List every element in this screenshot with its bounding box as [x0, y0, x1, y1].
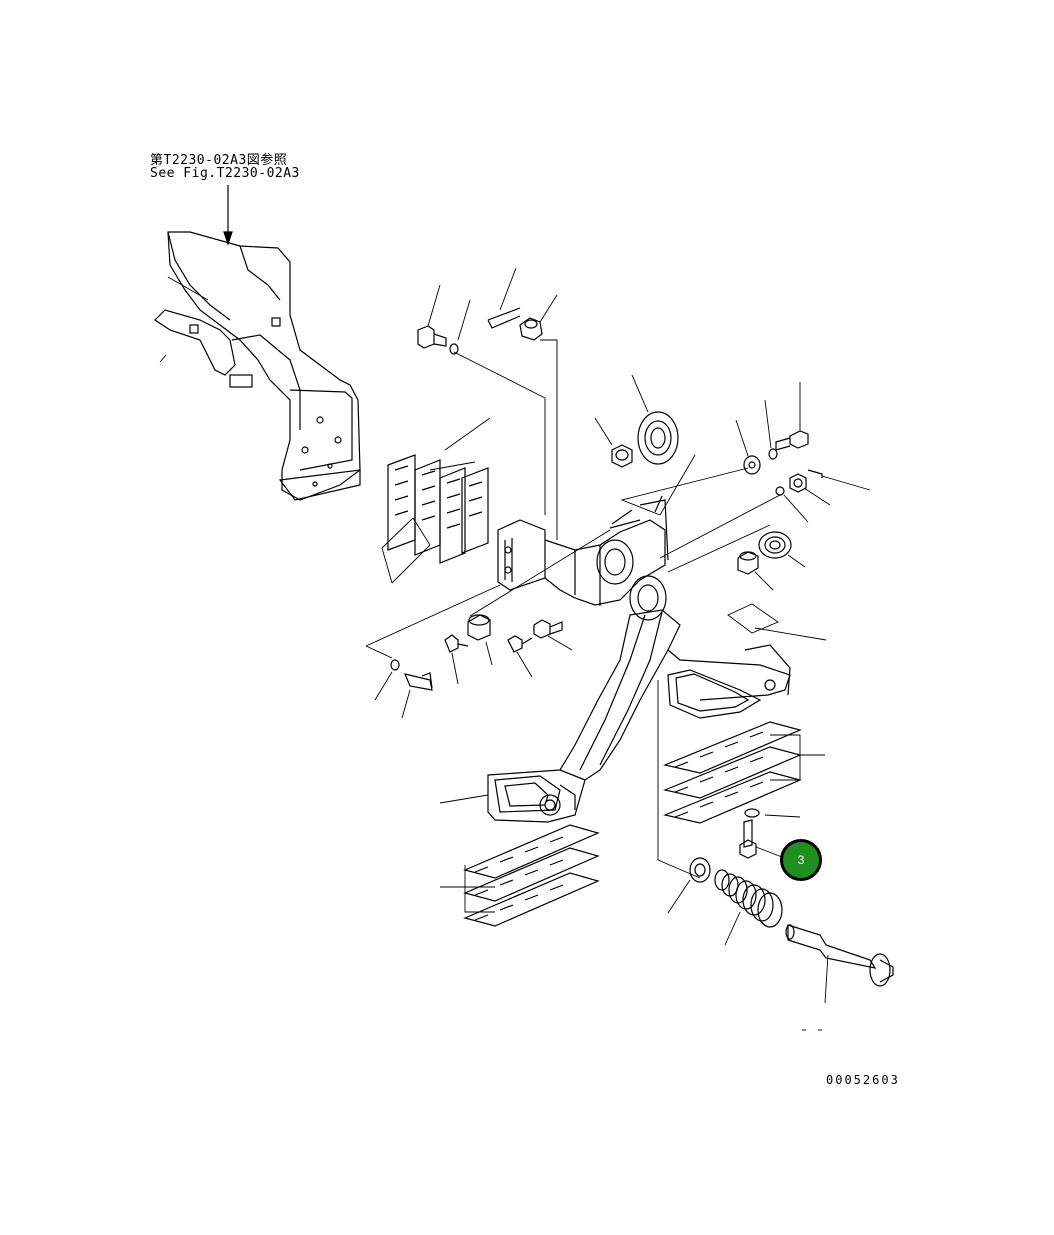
return-spring: [714, 869, 783, 946]
small-nut-upper: [594, 417, 633, 468]
spring-bushing-upper: [631, 374, 679, 465]
cotter-pin: [487, 267, 521, 329]
mid-collar: [467, 614, 493, 666]
figure-number: 00052603: [826, 1073, 900, 1087]
right-spacer: [735, 419, 761, 475]
reference-note-jp: 第T2230-02A3図参照: [150, 153, 288, 168]
top-washer: [449, 299, 471, 355]
reference-arrow: [223, 185, 233, 246]
part-callout-badge[interactable]: 3: [780, 839, 822, 881]
top-nut: [519, 294, 558, 341]
lower-pedal: [439, 769, 586, 823]
shim-set-lower: [440, 824, 600, 927]
right-bushing: [758, 531, 806, 568]
leader-top-washer: [453, 351, 546, 515]
leader-bushing: [667, 524, 771, 573]
right-bolt: [775, 382, 809, 451]
leader-mid-bolt: [365, 584, 501, 647]
lower-left-bolt: [401, 672, 433, 719]
pedal-arm: [559, 609, 791, 781]
lower-left-washer: [374, 659, 400, 701]
grease-fitting-1: [444, 634, 469, 685]
leader-top-nut: [540, 339, 558, 540]
spring-seat: [667, 857, 711, 914]
frame-bracket-assembly: [154, 231, 361, 501]
grease-fitting-2: [507, 635, 533, 678]
right-collar: [737, 551, 774, 591]
shim-set-right: [663, 721, 825, 824]
right-washer-lower: [775, 486, 809, 523]
leader-spring-rod: [657, 680, 701, 879]
leader-washer: [659, 494, 781, 559]
right-plate: [727, 603, 827, 641]
spring-rod: [785, 924, 894, 1004]
mid-bolt: [533, 619, 573, 651]
reference-note-en[interactable]: See Fig.T2230-02A3: [150, 166, 300, 181]
callout-bolt: [739, 819, 783, 859]
small-washer-lower: [744, 808, 801, 818]
leader-mid-collar: [469, 529, 611, 617]
callout-label: 3: [797, 853, 805, 867]
leader-spacer: [620, 467, 749, 516]
leader-mid-washer-link: [365, 645, 393, 659]
shim-set-left: [381, 417, 491, 584]
right-pin: [807, 469, 871, 491]
top-bolt: [417, 284, 447, 349]
right-washer: [764, 399, 778, 460]
pedal-bracket: [497, 495, 669, 621]
right-nut: [789, 473, 831, 506]
